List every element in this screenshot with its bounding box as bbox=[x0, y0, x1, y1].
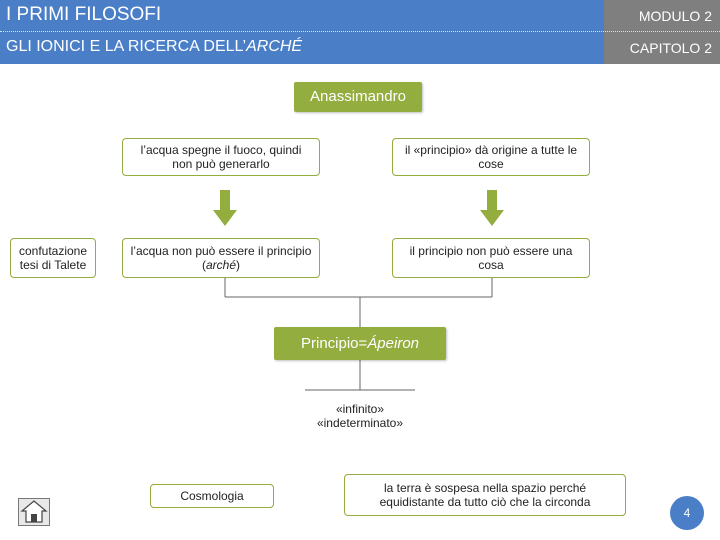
left-top-text: l’acqua spegne il fuoco, quindi non può … bbox=[140, 143, 302, 171]
module-label: MODULO 2 bbox=[638, 8, 712, 24]
philosopher-box: Anassimandro bbox=[294, 82, 422, 112]
attribute-infinite: «infinito» bbox=[335, 402, 385, 416]
earth-text: la terra è sospesa nella spazio perché e… bbox=[379, 481, 591, 509]
chapter-label: CAPITOLO 2 bbox=[629, 40, 712, 56]
principle-box: Principio=Ápeiron bbox=[274, 327, 446, 360]
home-icon[interactable] bbox=[18, 498, 50, 526]
subtitle-italic: ARCHÉ bbox=[246, 38, 303, 55]
left-mid-box: l’acqua non può essere il principio (arc… bbox=[122, 238, 320, 278]
right-mid-box: il principio non può essere una cosa bbox=[392, 238, 590, 278]
header-bar bbox=[0, 0, 604, 64]
page-number: 4 bbox=[683, 506, 691, 520]
cosmology-text: Cosmologia bbox=[180, 489, 244, 503]
principle-italic: Ápeiron bbox=[367, 335, 419, 352]
attribute-indeterminate: «indeterminato» bbox=[316, 416, 404, 430]
principle-prefix: Principio= bbox=[301, 335, 368, 352]
subtitle-text: GLI IONICI E LA RICERCA DELL’ bbox=[6, 38, 247, 55]
philosopher-label: Anassimandro bbox=[310, 88, 406, 105]
left-mid-prefix: l’acqua non può essere il principio ( bbox=[130, 244, 312, 272]
right-top-box: il «principio» dà origine a tutte le cos… bbox=[392, 138, 590, 176]
refutation-box: confutazione tesi di Talete bbox=[10, 238, 96, 278]
earth-box: la terra è sospesa nella spazio perché e… bbox=[344, 474, 626, 516]
right-mid-text: il principio non può essere una cosa bbox=[409, 244, 573, 272]
page-title: I PRIMI FILOSOFI bbox=[6, 4, 162, 25]
arrow-down-left-icon bbox=[213, 190, 237, 226]
left-mid-italic: arché bbox=[205, 258, 237, 272]
header-side-panel bbox=[604, 0, 720, 64]
refutation-text: confutazione tesi di Talete bbox=[18, 244, 88, 272]
right-top-text: il «principio» dà origine a tutte le cos… bbox=[404, 143, 578, 171]
left-mid-suffix: ) bbox=[236, 258, 241, 272]
attributes-text: «infinito» «indeterminato» bbox=[290, 402, 430, 430]
header-divider bbox=[0, 31, 720, 32]
cosmology-box: Cosmologia bbox=[150, 484, 274, 508]
left-top-box: l’acqua spegne il fuoco, quindi non può … bbox=[122, 138, 320, 176]
arrow-down-right-icon bbox=[480, 190, 504, 226]
left-mid-text: l’acqua non può essere il principio (arc… bbox=[129, 244, 313, 272]
page-subtitle: GLI IONICI E LA RICERCA DELL’ARCHÉ bbox=[6, 38, 302, 56]
page-number-badge: 4 bbox=[670, 496, 704, 530]
